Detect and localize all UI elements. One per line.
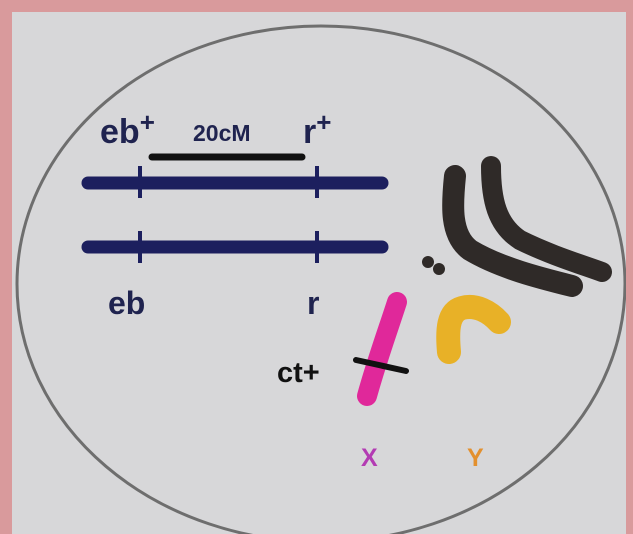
dot-chromosome-2 — [433, 263, 445, 275]
diagram-frame: eb+ 20cM r+ eb r ct+ X Y — [12, 12, 626, 534]
label-ct-plus: ct+ — [277, 357, 320, 389]
y-chromosome — [436, 295, 511, 364]
label-distance: 20cM — [193, 120, 251, 146]
autosome-left-arm — [442, 165, 583, 297]
label-y: Y — [467, 444, 484, 472]
label-r: r — [307, 285, 319, 321]
x-chromosome — [357, 292, 407, 406]
label-eb: eb — [108, 285, 145, 321]
label-r-plus: r+ — [303, 107, 331, 151]
dot-chromosome-1 — [422, 256, 434, 268]
label-x: X — [361, 444, 378, 472]
autosome-right-arm — [481, 156, 612, 282]
label-eb-plus: eb+ — [100, 107, 155, 151]
cell-diagram: eb+ 20cM r+ eb r ct+ X Y — [15, 24, 626, 534]
ct-plus-marker — [353, 357, 409, 374]
cell-outline — [15, 24, 626, 534]
